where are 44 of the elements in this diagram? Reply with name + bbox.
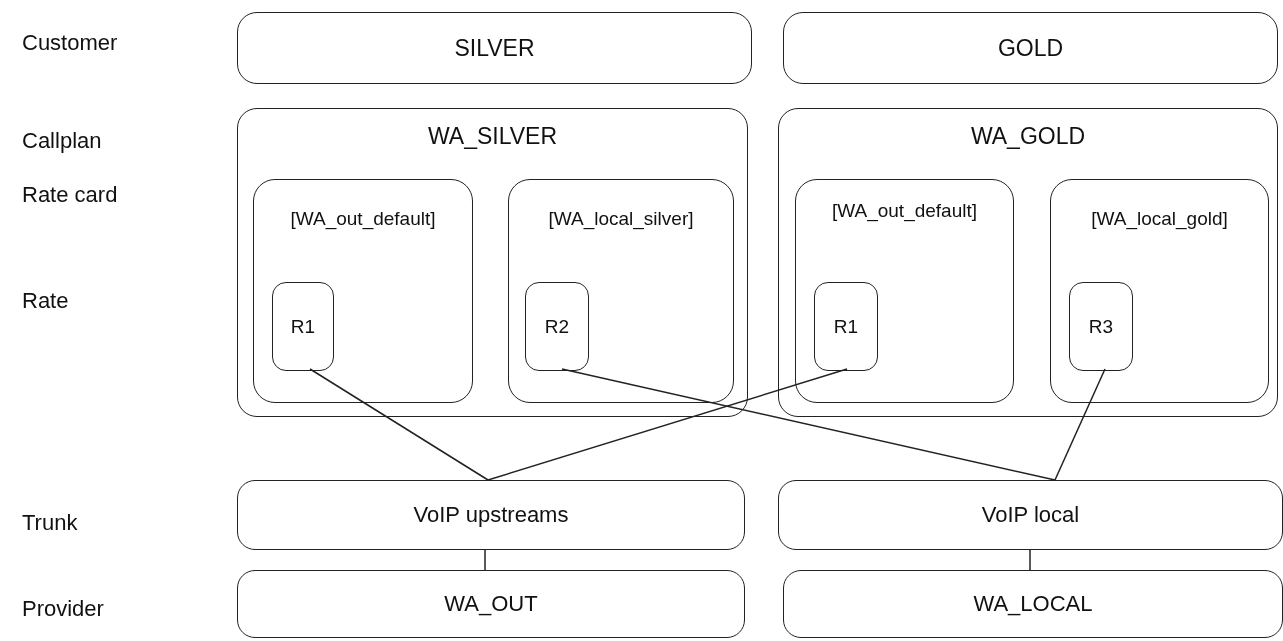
node-label: VoIP upstreams	[412, 502, 570, 528]
callplan-box	[778, 108, 1278, 417]
row-label: Rate	[22, 288, 69, 314]
rate-card-name: [WA_out_default]	[830, 200, 979, 222]
node-label: R1	[832, 315, 860, 338]
node-label: R2	[543, 315, 571, 338]
node-label: WA_LOCAL	[972, 591, 1094, 617]
rate-card-box	[1050, 179, 1269, 403]
node-label: R3	[1087, 315, 1115, 338]
rate-box	[1069, 282, 1133, 371]
provider-box	[783, 570, 1283, 638]
node-label: WA_OUT	[443, 591, 539, 617]
rate-box	[525, 282, 589, 371]
rate-card-name: [WA_local_silver]	[547, 208, 695, 230]
connector-line	[1029, 549, 1031, 571]
row-label: Rate card	[22, 182, 118, 208]
rate-card-name: [WA_out_default]	[289, 208, 437, 230]
trunk-box	[237, 480, 745, 550]
row-label: Callplan	[22, 128, 102, 154]
rate-card-name: [WA_local_gold]	[1090, 208, 1229, 230]
rate-box	[272, 282, 334, 371]
row-label: Provider	[22, 596, 104, 622]
node-label: SILVER	[453, 34, 536, 62]
rate-card-box	[795, 179, 1014, 403]
connector-line	[561, 368, 1056, 481]
rate-card-box	[253, 179, 473, 403]
connector-line	[1054, 368, 1106, 481]
rate-box	[814, 282, 878, 371]
customer-box	[783, 12, 1278, 84]
node-label: WA_SILVER	[426, 123, 559, 150]
connector-line	[309, 368, 489, 481]
connector-line	[487, 368, 848, 481]
node-label: WA_GOLD	[969, 123, 1087, 150]
trunk-box	[778, 480, 1283, 550]
row-label: Customer	[22, 30, 118, 56]
row-label: Trunk	[22, 510, 78, 536]
callplan-box	[237, 108, 748, 417]
provider-box	[237, 570, 745, 638]
rate-card-box	[508, 179, 734, 403]
node-label: R1	[289, 315, 317, 338]
node-label: VoIP local	[980, 502, 1081, 528]
customer-box	[237, 12, 752, 84]
connector-line	[484, 549, 486, 571]
node-label: GOLD	[996, 34, 1065, 62]
